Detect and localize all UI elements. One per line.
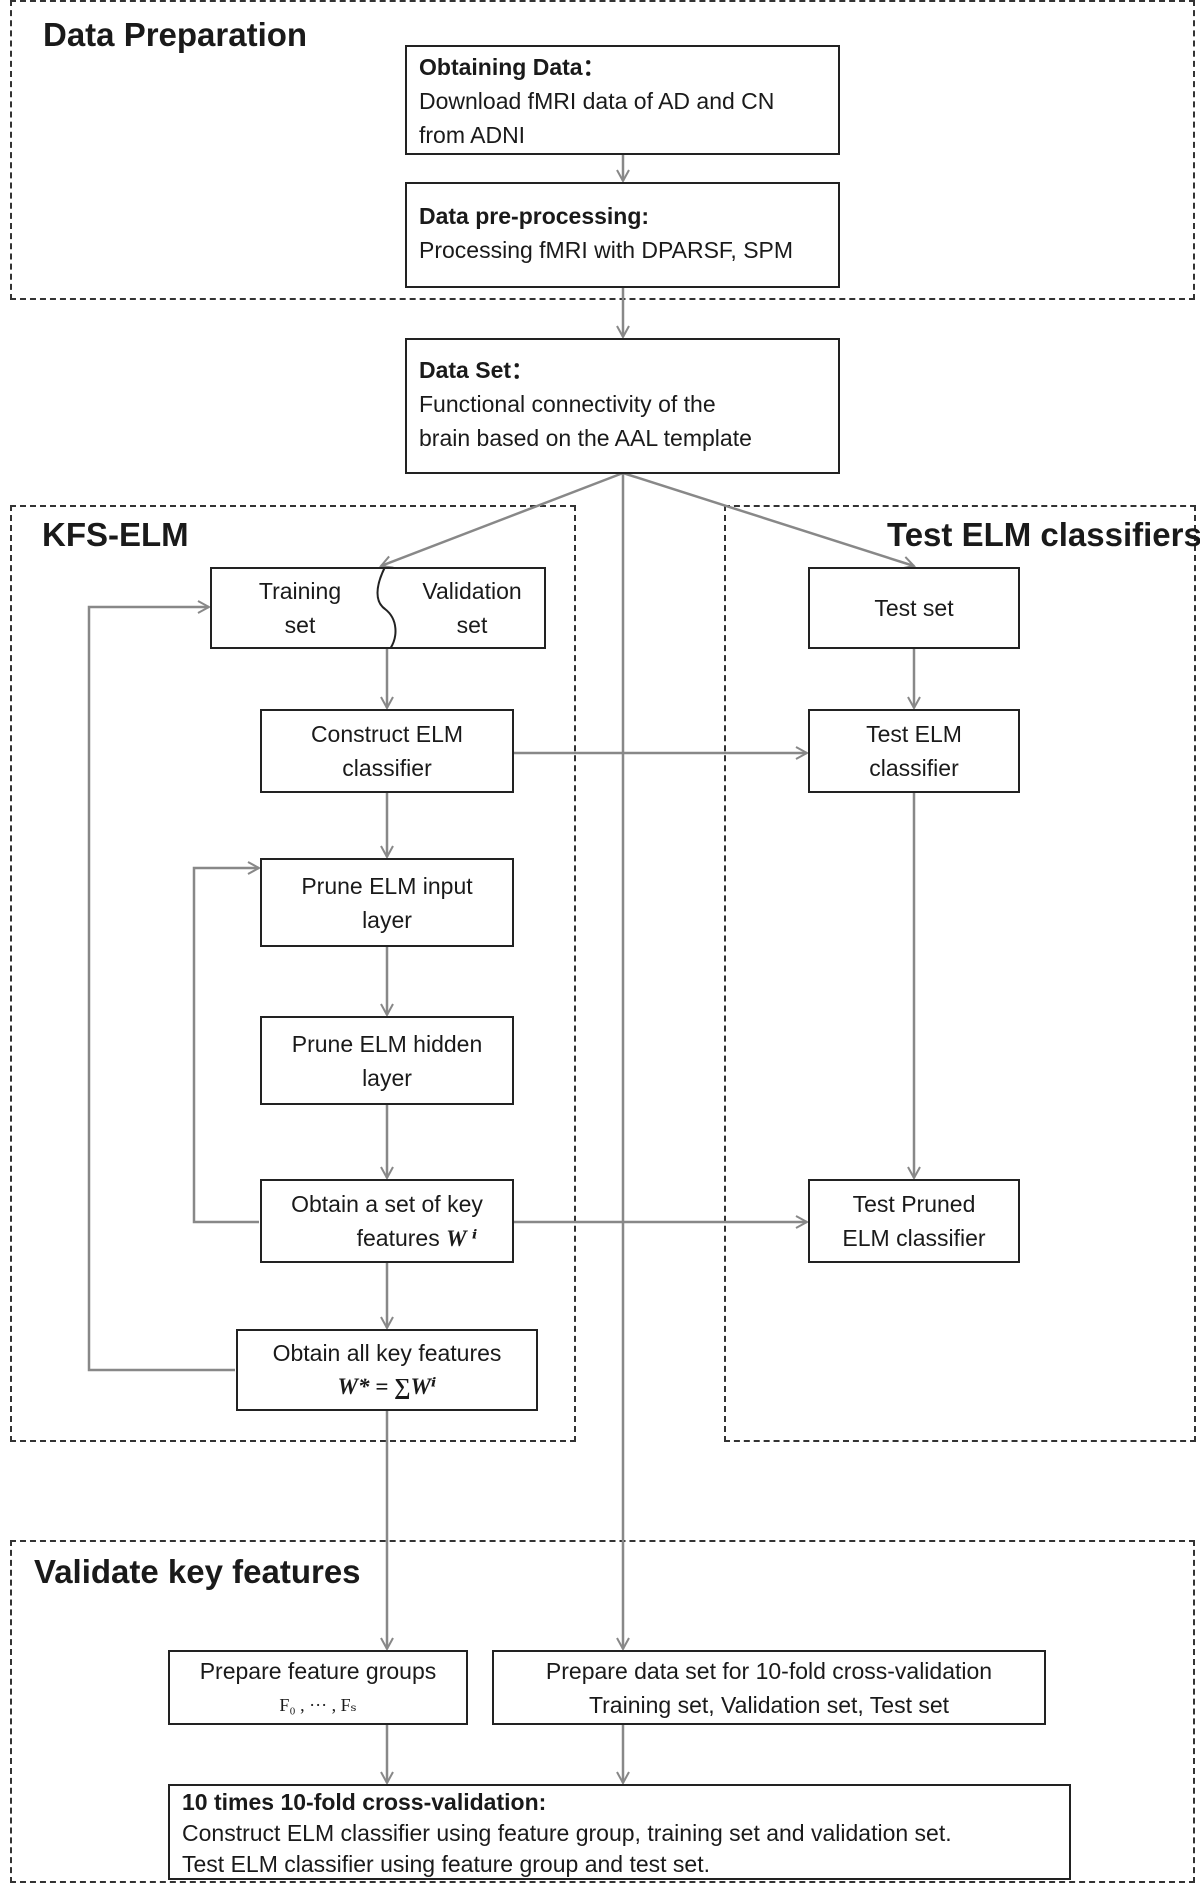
obtaining-data-line: from ADNI <box>419 122 526 148</box>
prepare-cv-line: Prepare data set for 10-fold cross-valid… <box>545 1657 993 1684</box>
test-elm-line: Test ELM <box>866 721 962 747</box>
data-preparation-region <box>10 0 1195 300</box>
cross-validation-title: 10 times 10-fold cross-validation: <box>182 1789 547 1815</box>
test-elm-box: Test ELM classifier <box>808 709 1020 793</box>
key-feature-set-text: features <box>356 1224 440 1251</box>
obtaining-data-title: Obtaining Data： <box>419 54 606 80</box>
test-elm-line: classifier <box>869 755 959 781</box>
prune-hidden-box: Prune ELM hidden layer <box>260 1016 514 1105</box>
dataset-title: Data Set： <box>419 357 535 383</box>
feature-groups-formula: F₀ , ··· , Fₛ <box>279 1694 357 1715</box>
construct-elm-line: Construct ELM <box>310 721 464 747</box>
dataset-line: brain based on the AAL template <box>419 425 752 451</box>
validate-region <box>10 1540 1195 1883</box>
arrow-allkey-loop-to-trainval <box>87 607 235 1372</box>
training-validation-box: Training set Validation set <box>210 567 546 649</box>
cross-validation-box: 10 times 10-fold cross-validation: Const… <box>168 1784 1071 1880</box>
prune-input-box: Prune ELM input layer <box>260 858 514 947</box>
construct-elm-box: Construct ELM classifier <box>260 709 514 793</box>
all-key-features-line: Obtain all key features <box>272 1340 502 1366</box>
test-elm-region <box>724 505 1196 1442</box>
cross-validation-line: Construct ELM classifier using feature g… <box>182 1820 952 1846</box>
arrow-dataset-to-trainval <box>381 471 624 566</box>
validation-set-label: Validation <box>422 578 522 604</box>
kfs-elm-region <box>10 505 576 1442</box>
key-feature-set-box: Obtain a set of key features W ⁱ <box>260 1179 514 1263</box>
preprocessing-box: Data pre-processing: Processing fMRI wit… <box>405 182 840 288</box>
prepare-cv-box: Prepare data set for 10-fold cross-valid… <box>492 1650 1046 1725</box>
arrow-keyset-loop-to-pruneinput <box>192 868 259 1224</box>
arrow-dataset-to-testset <box>622 471 914 566</box>
test-set-box: Test set <box>808 567 1020 649</box>
key-feature-set-line: Obtain a set of key <box>291 1190 483 1217</box>
test-pruned-box: Test Pruned ELM classifier <box>808 1179 1020 1263</box>
prune-input-line: layer <box>362 906 412 933</box>
prune-hidden-line: Prune ELM hidden <box>291 1030 483 1057</box>
all-key-features-formula: W* = ∑Wⁱ <box>337 1374 437 1399</box>
test-pruned-line: ELM classifier <box>842 1225 986 1251</box>
feature-groups-line: Prepare feature groups <box>199 1657 437 1684</box>
prune-input-line: Prune ELM input <box>301 872 473 899</box>
test-elm-title: Test ELM classifiers <box>887 516 1200 553</box>
preprocessing-line: Processing fMRI with DPARSF, SPM <box>419 237 794 263</box>
preprocessing-title: Data pre-processing: <box>419 203 650 229</box>
all-key-features-box: Obtain all key features W* = ∑Wⁱ <box>236 1329 538 1411</box>
dataset-box: Data Set： Functional connectivity of the… <box>405 338 840 474</box>
test-pruned-line: Test Pruned <box>852 1191 976 1217</box>
obtaining-data-box: Obtaining Data： Download fMRI data of AD… <box>405 45 840 155</box>
data-preparation-title: Data Preparation <box>43 16 308 53</box>
training-set-label: Training <box>258 578 342 604</box>
dataset-line: Functional connectivity of the <box>419 391 716 417</box>
split-curve <box>376 567 397 649</box>
key-feature-formula: W ⁱ <box>446 1225 478 1251</box>
test-set-line: Test set <box>874 595 954 621</box>
validate-title: Validate key features <box>34 1553 361 1590</box>
prepare-cv-line: Training set, Validation set, Test set <box>588 1691 950 1718</box>
obtaining-data-line: Download fMRI data of AD and CN <box>419 88 775 114</box>
cross-validation-line: Test ELM classifier using feature group … <box>182 1851 710 1877</box>
kfs-elm-title: KFS-ELM <box>42 516 189 553</box>
construct-elm-line: classifier <box>342 755 432 781</box>
training-set-label: set <box>284 612 316 638</box>
feature-groups-box: Prepare feature groups F₀ , ··· , Fₛ <box>168 1650 468 1725</box>
key-feature-set-line-2: features W ⁱ <box>297 1221 478 1256</box>
prune-hidden-line: layer <box>362 1064 412 1091</box>
validation-set-label: set <box>456 612 488 638</box>
